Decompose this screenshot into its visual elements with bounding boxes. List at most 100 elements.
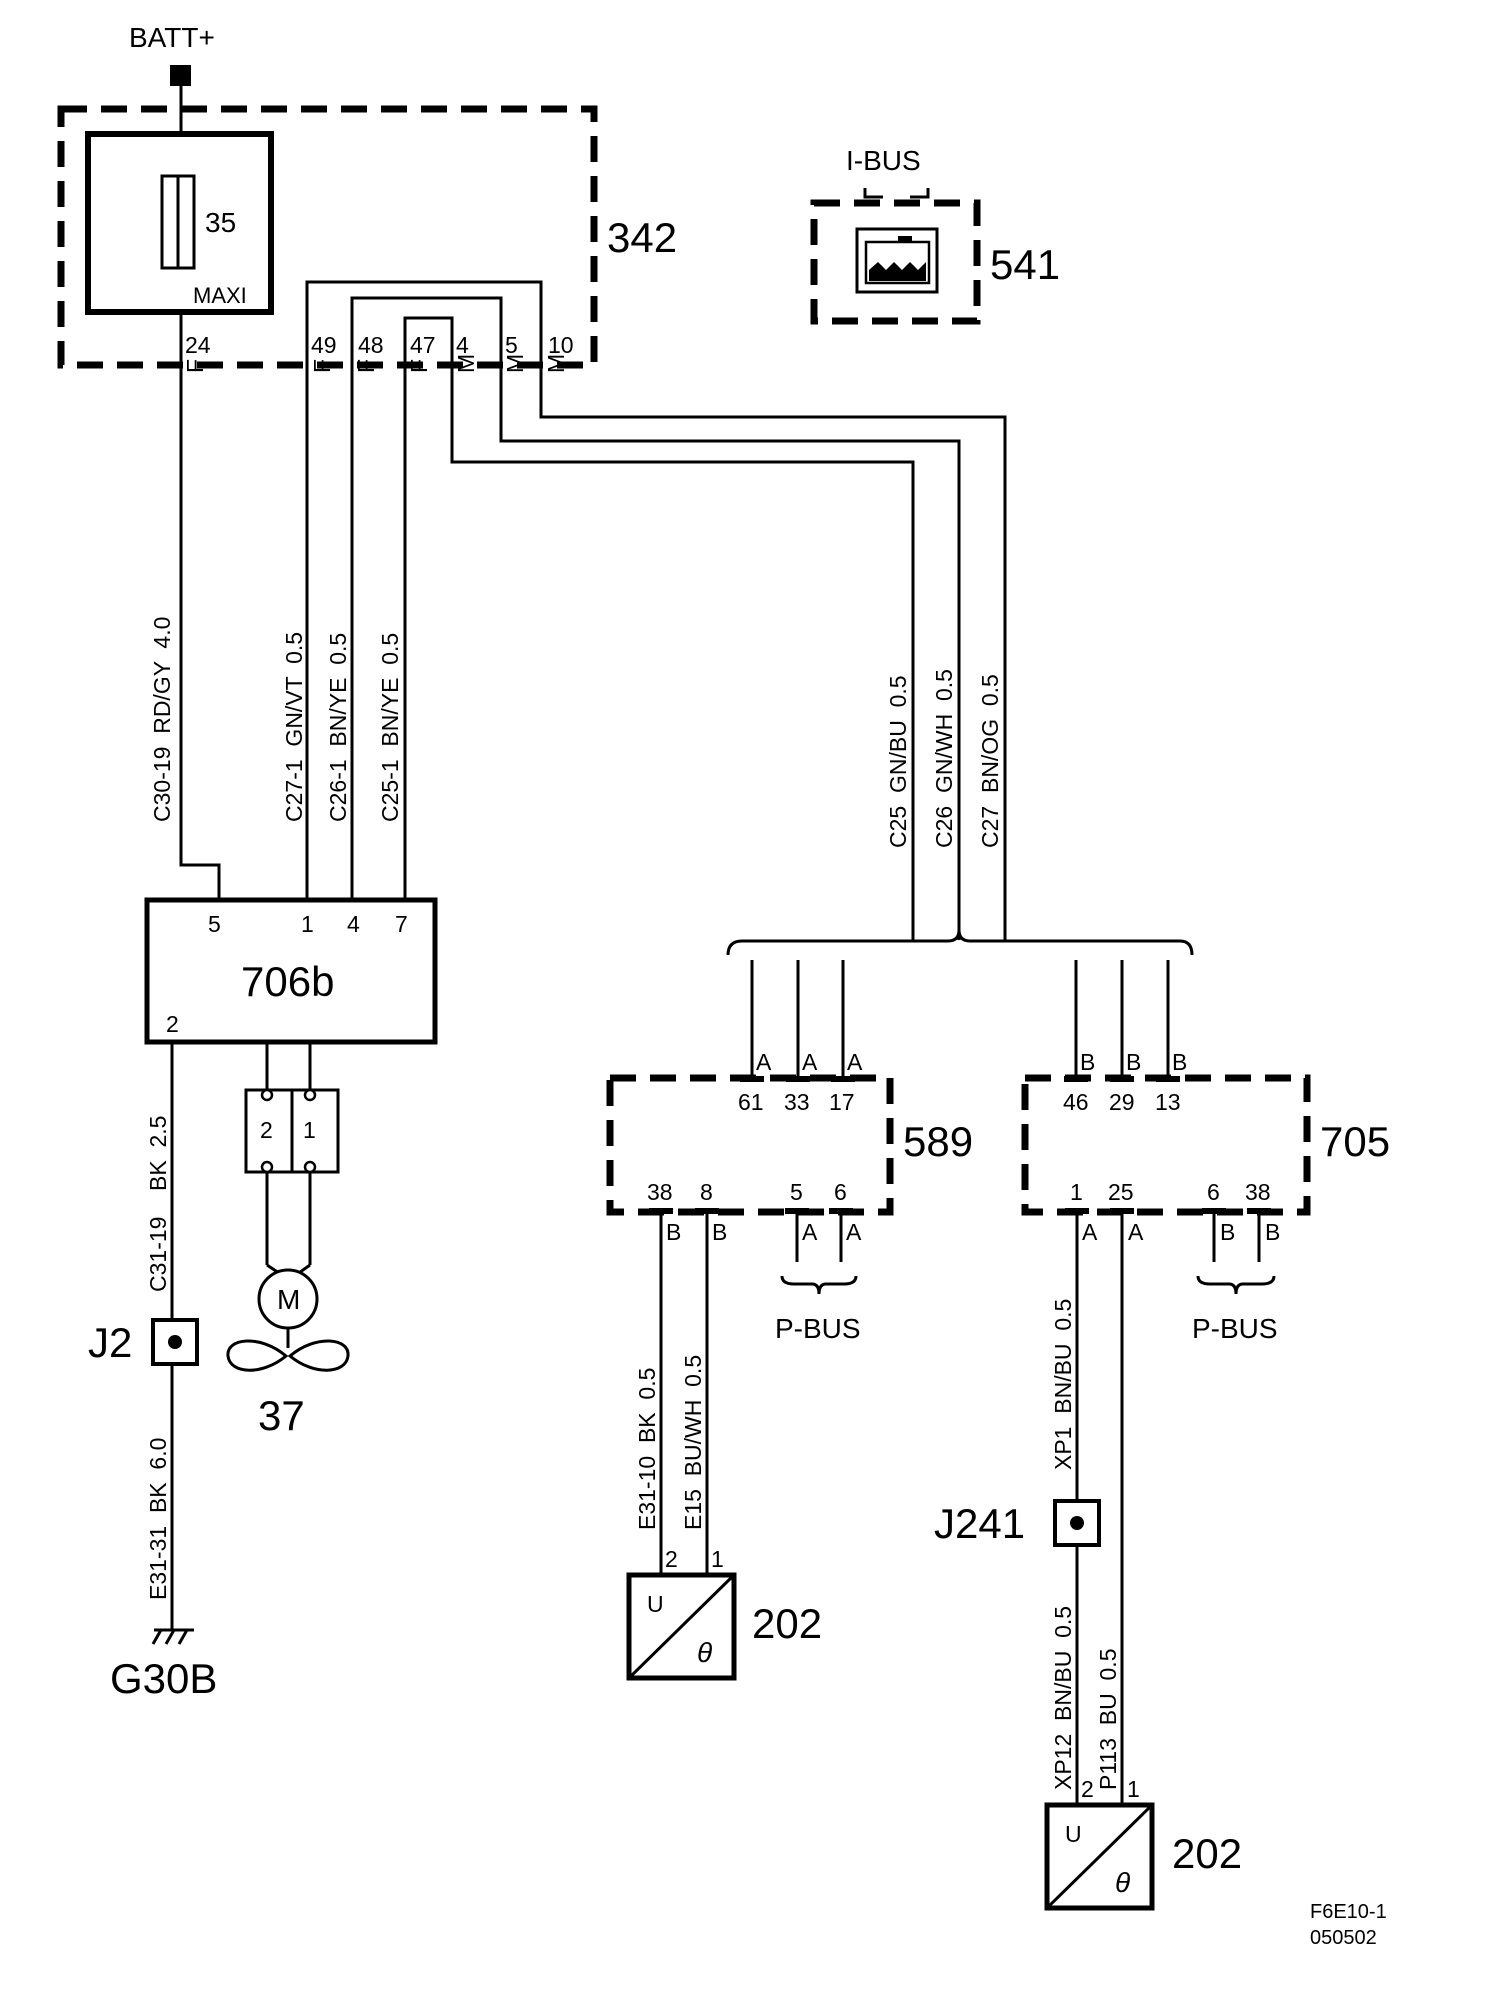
ground-label: G30B [110,1655,217,1702]
connector-pin-hole [303,1160,317,1174]
connector-letter: B [1265,1219,1280,1245]
connector-letter: B [1080,1049,1095,1075]
wire-labels-left: C30-19 RD/GY 4.0 C27-1 GN/VT 0.5 C26-1 B… [149,617,403,822]
pin-type: M [453,354,479,373]
connector-letter: A [846,1219,862,1245]
connector-letter: A [802,1049,818,1075]
motor-symbol: M [277,1284,300,1315]
module-705-pin: 13 [1155,1089,1181,1115]
junction-j241-dot [1070,1516,1084,1530]
ibus-icon [855,227,939,294]
fuse-box-pin: 24 [185,332,211,358]
module-705-pin-tab [1064,1076,1088,1082]
wire-label: E31-10 BK 0.5 [634,1368,660,1530]
module-589-pin-tab [695,1208,719,1214]
fan-blade-right [287,1339,350,1372]
pin-type: F [353,359,379,373]
module-589: A A A 61 33 17 589 38 8 5 6 B B A A P-BU… [606,1049,973,1530]
module-705-id: 705 [1320,1118,1390,1165]
ground-chain: C31-19 BK 2.5 J2 E31-31 BK 6.0 G30B [88,1116,217,1702]
harness-brace [726,929,1194,956]
sensor-b-diagonal [1045,1803,1154,1910]
fuse-box-outline [57,105,598,369]
wire-label: C31-19 BK 2.5 [145,1116,171,1292]
fuse-number: 35 [205,207,236,238]
batt-wire [179,75,221,900]
wire-label: C25 GN/BU 0.5 [885,675,911,848]
connector-letter: A [802,1219,818,1245]
module-589-pin: 33 [784,1089,810,1115]
ibus-outline [810,199,981,325]
module-589-pin: 5 [790,1179,803,1205]
module-705-pin: 46 [1063,1089,1089,1115]
fuse-box-pin: 5 [505,332,518,358]
connector-letter: B [1172,1049,1187,1075]
fuse-box-pin: 4 [456,332,469,358]
fuse-box-342: 35 MAXI 342 24 49 48 47 4 5 10 F F F F M… [57,105,677,373]
connector-letter: B [1126,1049,1141,1075]
module-589-pin: 38 [647,1179,673,1205]
batt-terminal [170,65,191,86]
fuse-box-id: 342 [607,214,677,261]
sensor-a-u: U [647,1591,664,1617]
module-589-pin: 6 [834,1179,847,1205]
module-589-id: 589 [903,1118,973,1165]
ibus-icon-inner [864,240,931,285]
pbus-label: P-BUS [775,1313,861,1344]
fan-module-706b: 5 1 4 7 706b 2 [144,897,438,1045]
fan-module-id: 706b [241,958,334,1005]
sensor-b-theta: θ [1115,1867,1130,1898]
wire-label: E31-31 BK 6.0 [145,1438,171,1600]
batt-label: BATT+ [129,22,215,53]
pin-type: F [309,359,335,373]
connector-letter: A [1082,1219,1098,1245]
ibus-terminal-right [910,188,930,199]
temperature-sensor-a: 2 1 U θ 202 [626,1546,822,1681]
pbus-705-brace [1196,1275,1276,1295]
pbus-589-brace [780,1275,858,1295]
fuse-box-pin: 48 [358,332,384,358]
module-705-pin: 1 [1070,1179,1083,1205]
ibus-label: I-BUS [846,145,921,176]
ibus-id: 541 [990,241,1060,288]
module-705-pin: 25 [1108,1179,1134,1205]
connector-letter: B [1220,1219,1235,1245]
connector-letter: A [1128,1219,1144,1245]
loop-47-4 [403,316,454,365]
sensor-a-diagonal [627,1573,736,1680]
loop-49-10 [305,280,543,365]
wire-label: E15 BU/WH 0.5 [680,1355,706,1530]
ibus-terminal-left [863,188,883,199]
connector-pin-hole [303,1088,317,1102]
fan-module-pin: 1 [301,911,314,937]
sensor-a-theta: θ [697,1637,712,1668]
fan-connector-pin: 1 [303,1117,316,1143]
module-589-pin-tab [831,1076,855,1082]
fan-motor-37: M 37 [226,1263,350,1439]
module-589-pin: 61 [738,1089,764,1115]
wire-label: C26-1 BN/YE 0.5 [325,633,351,822]
wire-c26 [499,365,961,940]
connector-letter: B [666,1219,681,1245]
fuse-box-pin: 10 [548,332,574,358]
module-589-pin-tab [829,1208,853,1214]
junction-j241-label: J241 [934,1500,1025,1547]
fan-connector: 2 1 [244,1088,340,1174]
wire-label: C26 GN/WH 0.5 [931,669,957,848]
module-589-pin: 8 [700,1179,713,1205]
module-705-pin-tab [1202,1208,1226,1214]
module-705-pin-tab [1156,1076,1180,1082]
fan-module-pin: 2 [166,1011,179,1037]
sensor-pin: 1 [1127,1776,1140,1802]
fan-module-box [144,897,438,1045]
fan-module-pin: 4 [347,911,360,937]
connector-pin-hole [260,1160,274,1174]
fuse-type: MAXI [193,283,247,308]
wire-label: XP1 BN/BU 0.5 [1050,1299,1076,1470]
wire-c27 [539,365,1007,940]
ibus-icon-wave [869,262,926,281]
junction-j2-dot [168,1335,182,1349]
fan-module-pin: 7 [395,911,408,937]
fuse-box-pin: 49 [311,332,337,358]
